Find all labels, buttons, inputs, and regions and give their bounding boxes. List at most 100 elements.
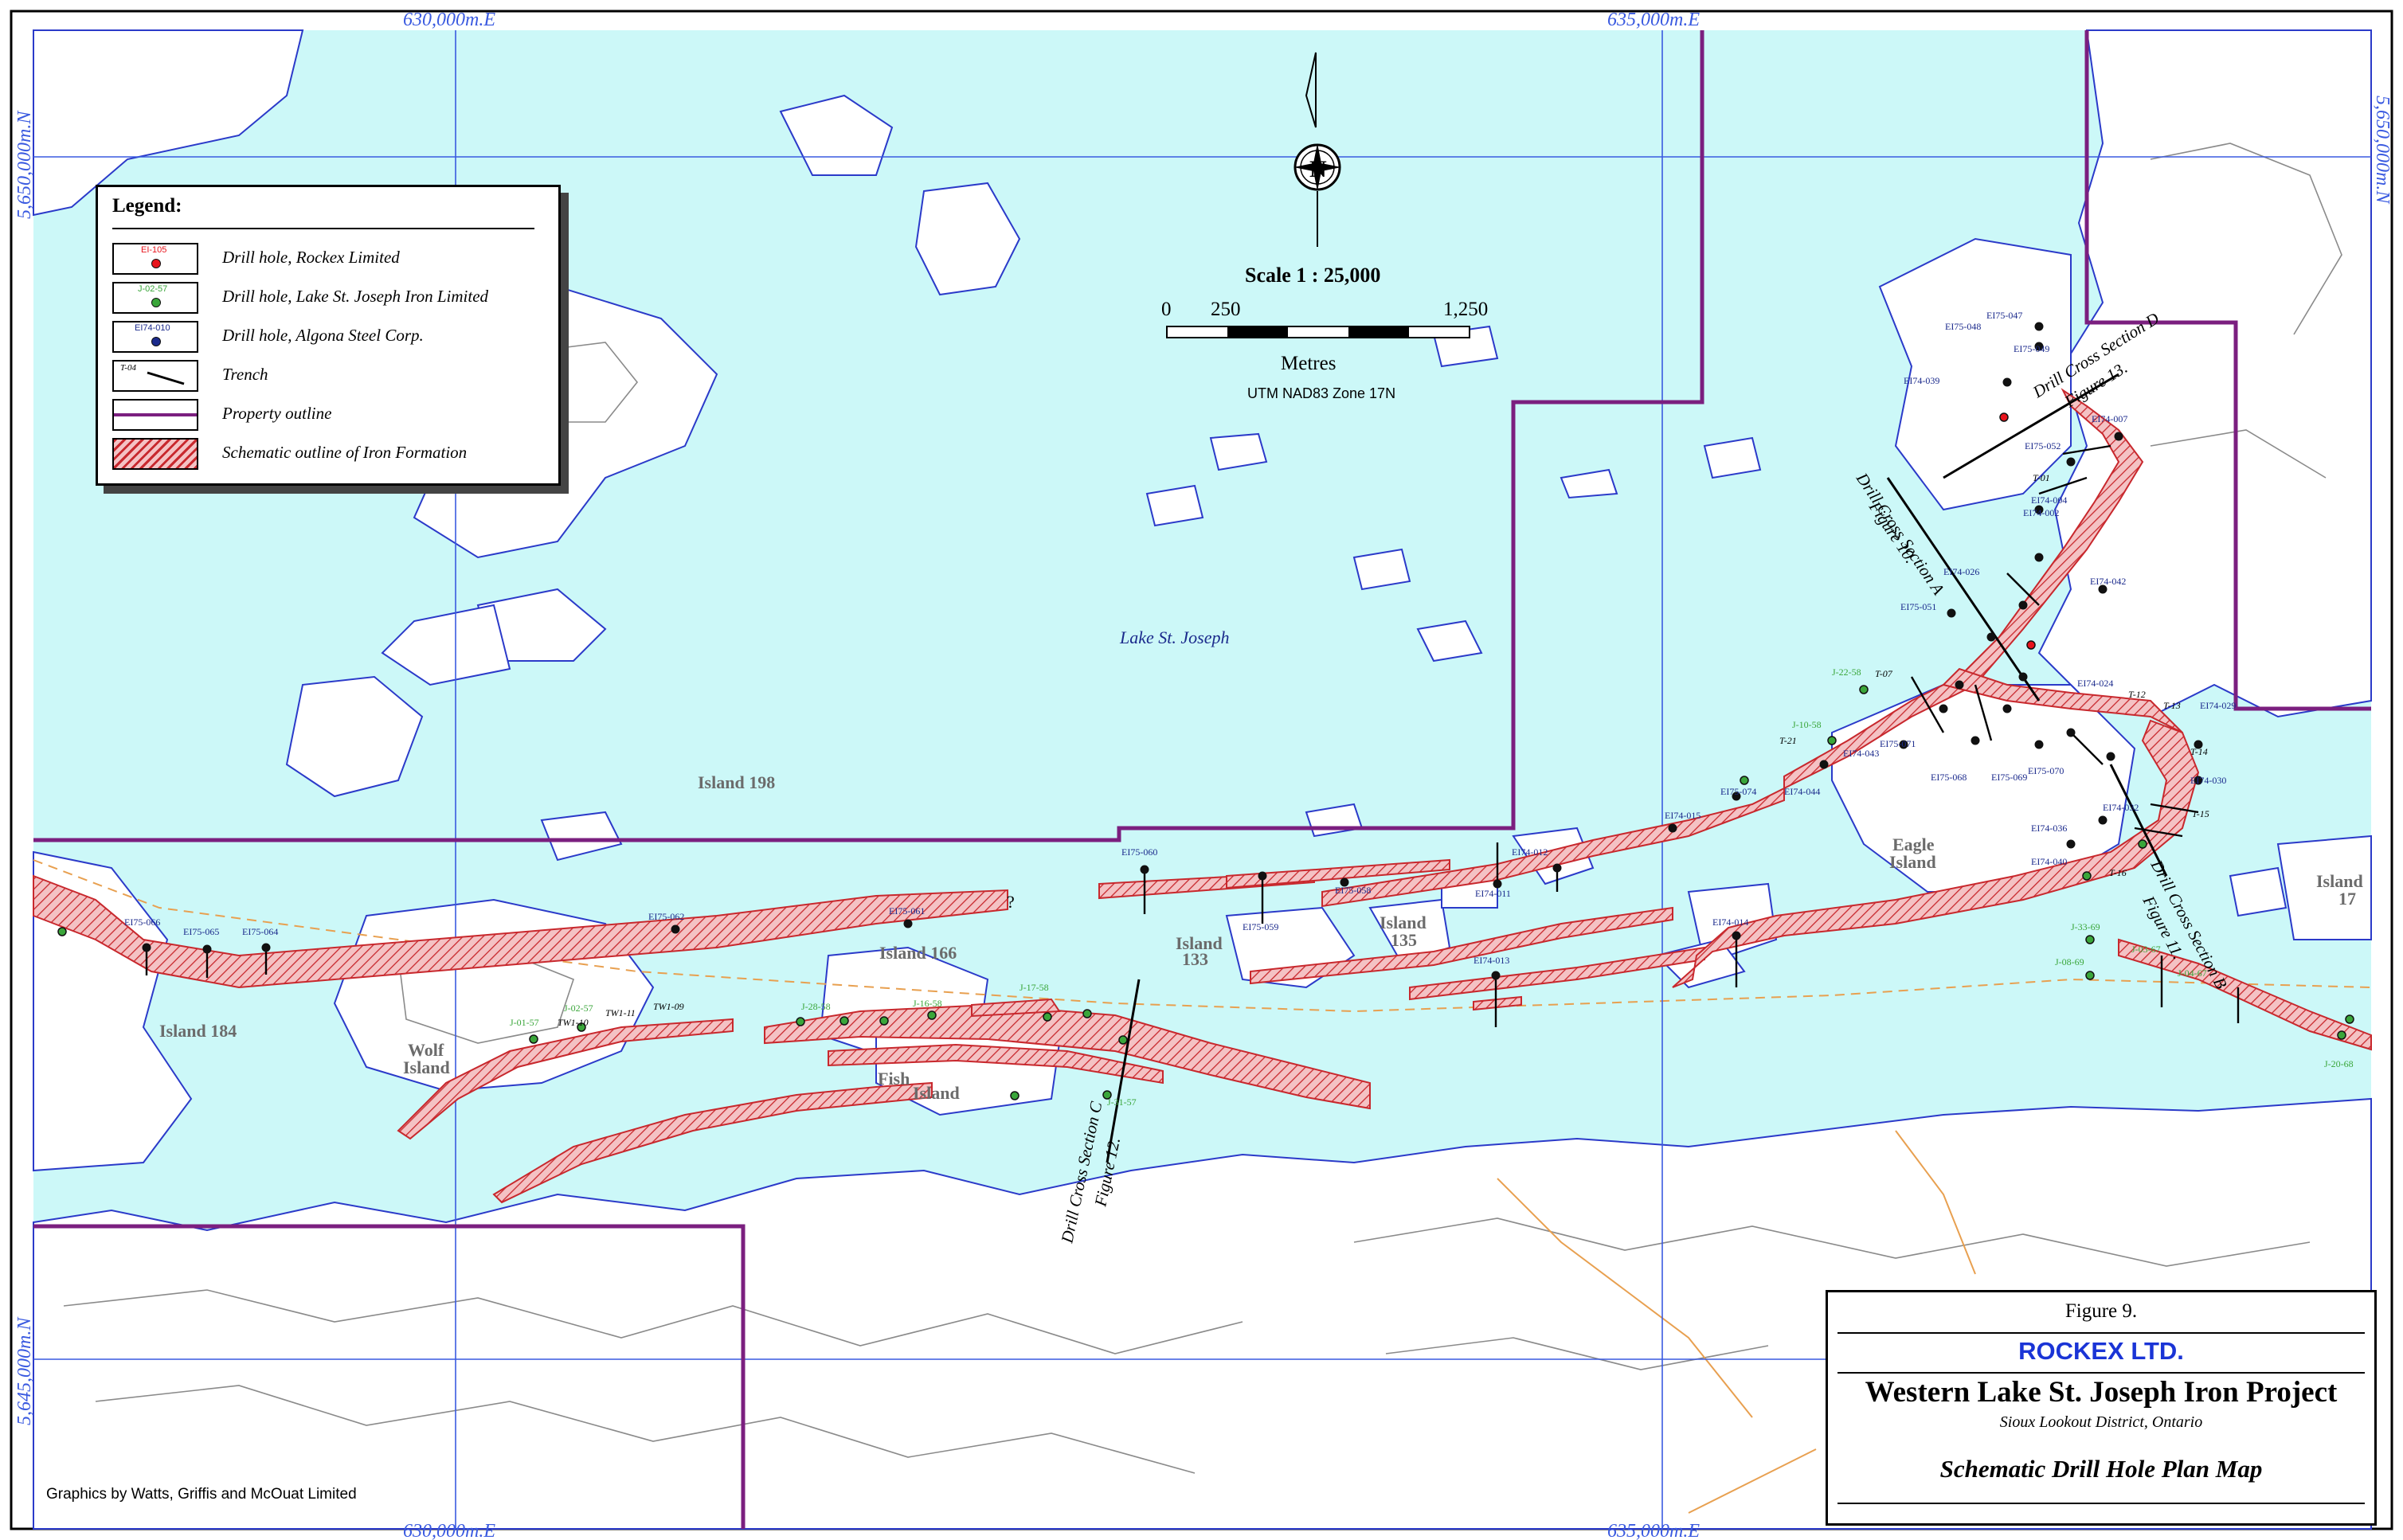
iron-formation-central-2 [1226,858,1450,889]
drill-label: EI75-066 [124,917,160,928]
island-133-label-a: Island [1176,933,1223,953]
wolf-island-label: Island [403,1057,450,1077]
north-label: N [1309,156,1327,182]
trench-label: T-16 [2109,867,2127,878]
south-shore-land [33,1097,2372,1530]
iron-formation-fold-hinge [1942,667,2183,733]
legend-swatch-iron-formation [112,438,198,470]
drill-label: EI74-040 [2031,856,2067,867]
scale-label: Scale 1 : 25,000 [1245,264,1380,287]
property-line-icon [114,413,197,416]
drill-label: J-03-67 [2131,944,2161,955]
island-135-label-b: 135 [1391,930,1417,950]
drill-holes-rockex [1999,412,2036,650]
drill-holes-lsj [57,685,2354,1100]
eagle-island-label: Island [1889,852,1936,872]
iron-formation-wolf [397,1018,734,1140]
drill-label: EI74-039 [1904,375,1939,386]
legend-swatch-lsj: J-02-57 [112,282,198,314]
lake-label: Lake St. Joseph [1119,627,1229,647]
legend-sample-trench: T-04 [120,363,136,373]
legend-sample-algona: EI74-010 [135,323,170,333]
project-name: Western Lake St. Joseph Iron Project [1865,1376,2338,1409]
legend-swatch-property [112,399,198,431]
iron-formation-east [2118,938,2372,1051]
drill-label: J-31-57 [1107,1096,1137,1108]
place-labels: Lake St. Joseph Island 198 Island 184 Wo… [159,627,2363,1103]
title-divider [1837,1332,2365,1334]
drill-label: EI74-044 [1784,786,1820,797]
drill-label: J-10-58 [1792,719,1822,730]
legend-label-algona: Drill hole, Algona Steel Corp. [222,326,424,345]
drill-label: J-02-57 [564,1003,593,1014]
scale-units: Metres [1281,353,1336,374]
drill-label: J-01-57 [510,1017,539,1028]
iron-formation-mid [1321,787,1785,908]
trench-label: TW1-11 [605,1007,636,1018]
company-name: ROCKEX LTD. [2018,1337,2184,1365]
drill-label: EI74-036 [2031,823,2067,834]
drill-hole-green-icon [151,298,161,307]
trench-label: TW1-09 [653,1001,684,1012]
drill-label: EI74-012 [1512,846,1548,858]
legend-label-rockex: Drill hole, Rockex Limited [222,248,400,267]
map-title: Schematic Drill Hole Plan Map [1939,1455,2263,1483]
drill-label: EI74-024 [2077,678,2113,689]
title-divider [1837,1372,2365,1374]
legend-item-trench: T-04 Trench [112,360,542,392]
island-133-label-b: 133 [1182,949,1208,969]
island-17-label-b: 17 [2338,889,2356,909]
drill-label: EI74-011 [1475,888,1511,899]
drill-label: EI75-058 [1335,885,1371,896]
trench-icon [147,371,185,385]
topographic-contours [63,143,2342,1474]
drill-label: J-33-69 [2071,921,2100,932]
drill-label: EI74-030 [2190,775,2226,786]
easting-label-bottom-1: 630,000m.E [403,1521,495,1540]
legend-item-algona: EI74-010 Drill hole, Algona Steel Corp. [112,321,542,353]
drill-label: EI75-064 [242,926,278,937]
easting-label-bottom-2: 635,000m.E [1607,1521,1700,1540]
iron-formation-south-lens [1250,906,1673,985]
legend-item-lsj: J-02-57 Drill hole, Lake St. Joseph Iron… [112,282,542,314]
drill-holes-algona [142,322,2203,980]
fish-island-label: Island [913,1083,960,1103]
scale-datum: UTM NAD83 Zone 17N [1247,385,1395,401]
iron-formation-wolf-2 [492,1081,933,1204]
drill-label: EI75-048 [1945,321,1981,332]
legend: Legend: EI-105 Drill hole, Rockex Limite… [96,185,561,486]
scale-tick-0: 0 [1161,299,1172,320]
legend-item-iron-formation: Schematic outline of Iron Formation [112,438,542,470]
drill-label: EI74-042 [2090,576,2126,587]
question-mark-label: ? [1007,892,1015,912]
trench-label: T-14 [2190,746,2208,757]
iron-formation-fish-3 [971,998,1061,1018]
drill-label: EI75-047 [1986,310,2022,321]
scale-bar: Scale 1 : 25,000 0 250 1,250 Metres UTM … [1161,264,1488,401]
eagle-label: Eagle [1892,834,1935,854]
drill-label: EI75-069 [1991,772,2027,783]
trench-label: T-07 [1875,668,1893,679]
title-divider [1837,1503,2365,1504]
drill-label: EI75-062 [648,911,684,922]
drill-label: J-08-69 [2055,956,2084,967]
drill-label: EI74-014 [1712,917,1748,928]
iron-formation-small [1473,995,1522,1011]
drill-label: EI74-007 [2092,413,2127,424]
drill-label: EI75-051 [1900,601,1936,612]
drill-label: EI75-065 [183,926,219,937]
legend-item-rockex: EI-105 Drill hole, Rockex Limited [112,243,542,275]
legend-swatch-trench: T-04 [112,360,198,392]
drill-label: J-04-67 [2178,967,2207,979]
legend-label-lsj: Drill hole, Lake St. Joseph Iron Limited [222,287,489,306]
drill-label: EI75-059 [1243,921,1278,932]
wolf-label: Wolf [408,1040,444,1060]
drill-label: EI75-049 [2014,343,2049,354]
trench-label: T-21 [1779,735,1797,746]
drill-label: J-20-68 [2324,1058,2354,1069]
scale-tick-1250: 1,250 [1443,299,1488,320]
drill-label: EI74-004 [2031,494,2067,506]
drill-label: EI75-074 [1720,786,1756,797]
trench-label: TW1-10 [558,1017,589,1028]
drill-label: EI75-071 [1880,738,1916,749]
